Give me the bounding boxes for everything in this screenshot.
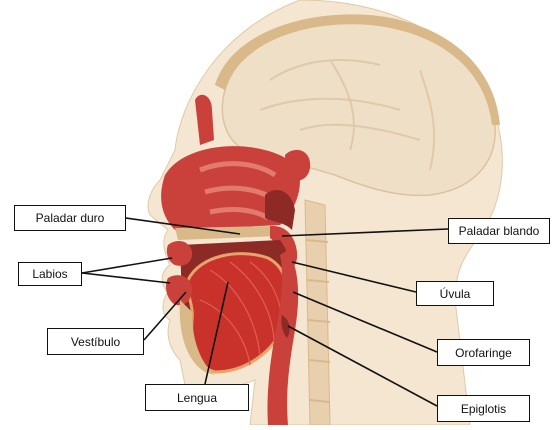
- label-labios: Labios: [18, 262, 82, 286]
- label-lengua: Lengua: [145, 384, 249, 411]
- label-orofaringe: Orofaringe: [437, 339, 530, 366]
- leader-labios-upper: [82, 258, 172, 273]
- label-epiglotis: Epiglotis: [437, 395, 530, 422]
- leader-labios-lower: [82, 273, 170, 283]
- label-vestibulo: Vestíbulo: [47, 328, 144, 355]
- label-uvula: Úvula: [416, 281, 494, 306]
- label-paladar-blando: Paladar blando: [448, 218, 550, 244]
- label-paladar-duro: Paladar duro: [14, 205, 126, 231]
